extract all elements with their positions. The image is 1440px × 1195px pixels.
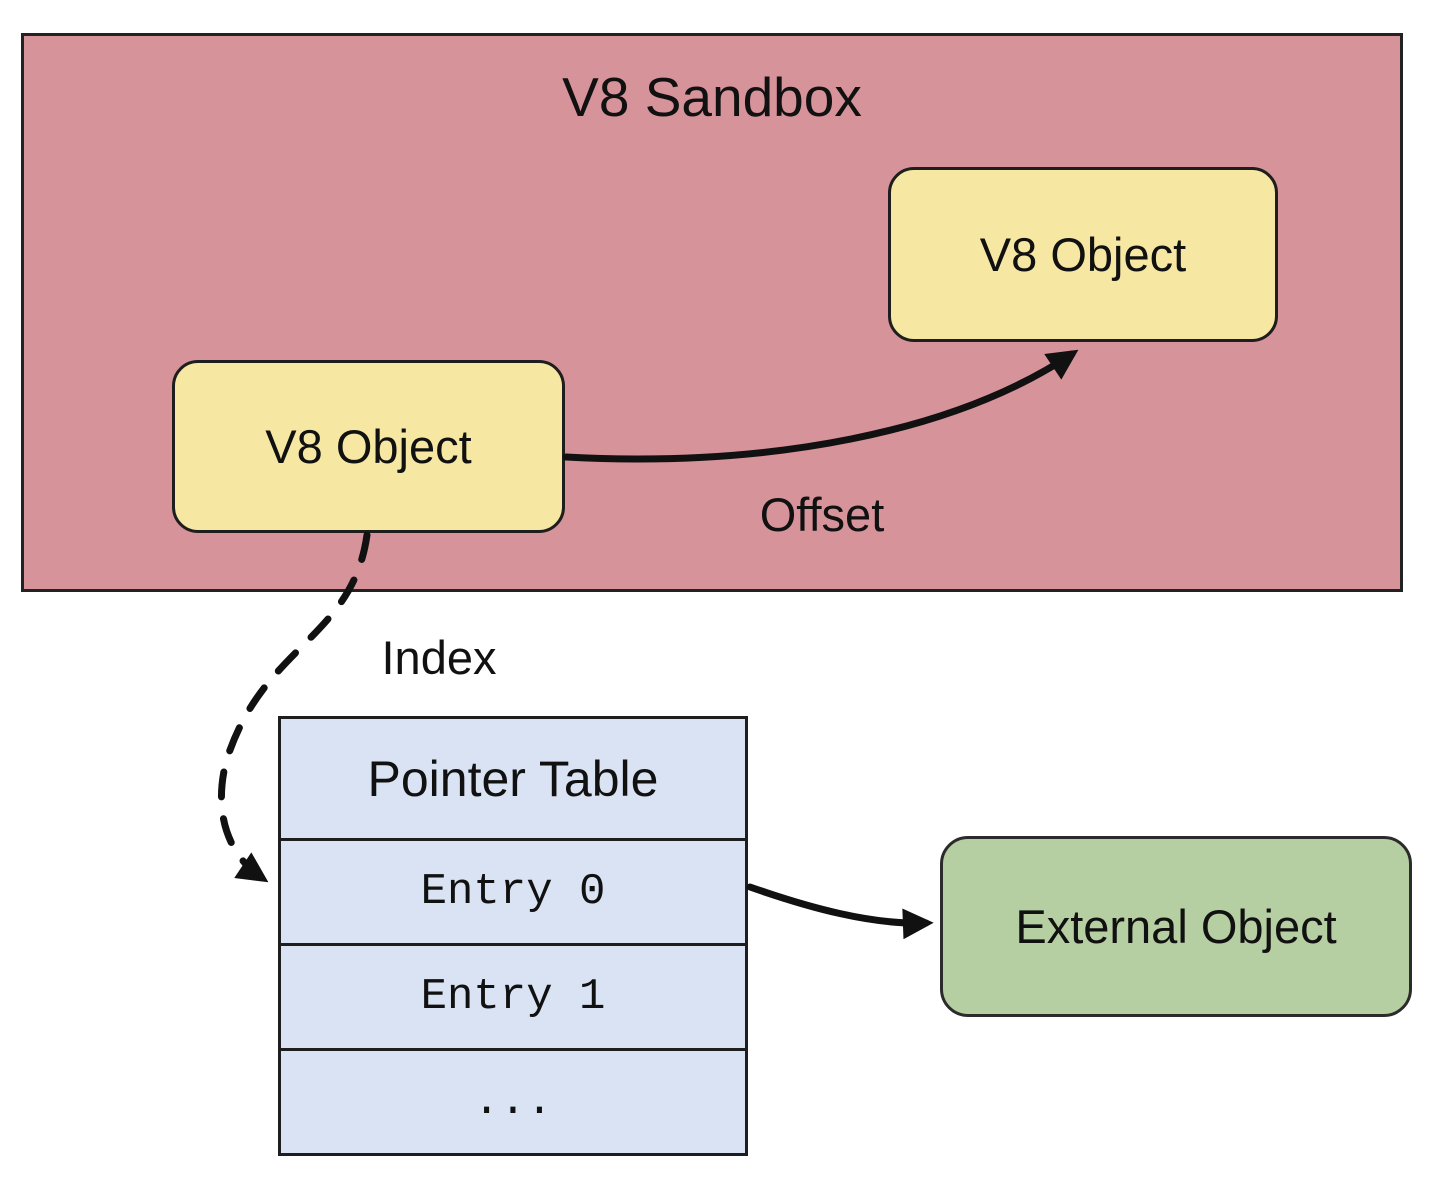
pointer-table-row-entry-0: Entry 0: [281, 838, 745, 943]
offset-edge-label: Offset: [759, 488, 885, 541]
v8-object-node-left: V8 Object: [172, 360, 565, 533]
v8-object-node-top-label: V8 Object: [979, 228, 1187, 281]
pointer-table-row-ellipsis: ...: [281, 1048, 745, 1153]
v8-object-node-top: V8 Object: [888, 167, 1278, 342]
sandbox-title: V8 Sandbox: [562, 66, 862, 128]
index-edge-label: Index: [381, 631, 497, 684]
pointer-table-row-entry-1: Entry 1: [281, 943, 745, 1048]
entry0-to-external-arrow: [746, 883, 934, 940]
pointer-table-header: Pointer Table: [367, 750, 659, 807]
v8-object-node-left-label: V8 Object: [265, 420, 472, 473]
external-object-node-label: External Object: [1015, 900, 1337, 953]
pointer-table: Pointer Table Entry 0 Entry 1 ...: [278, 716, 748, 1156]
external-object-node: External Object: [940, 836, 1412, 1017]
